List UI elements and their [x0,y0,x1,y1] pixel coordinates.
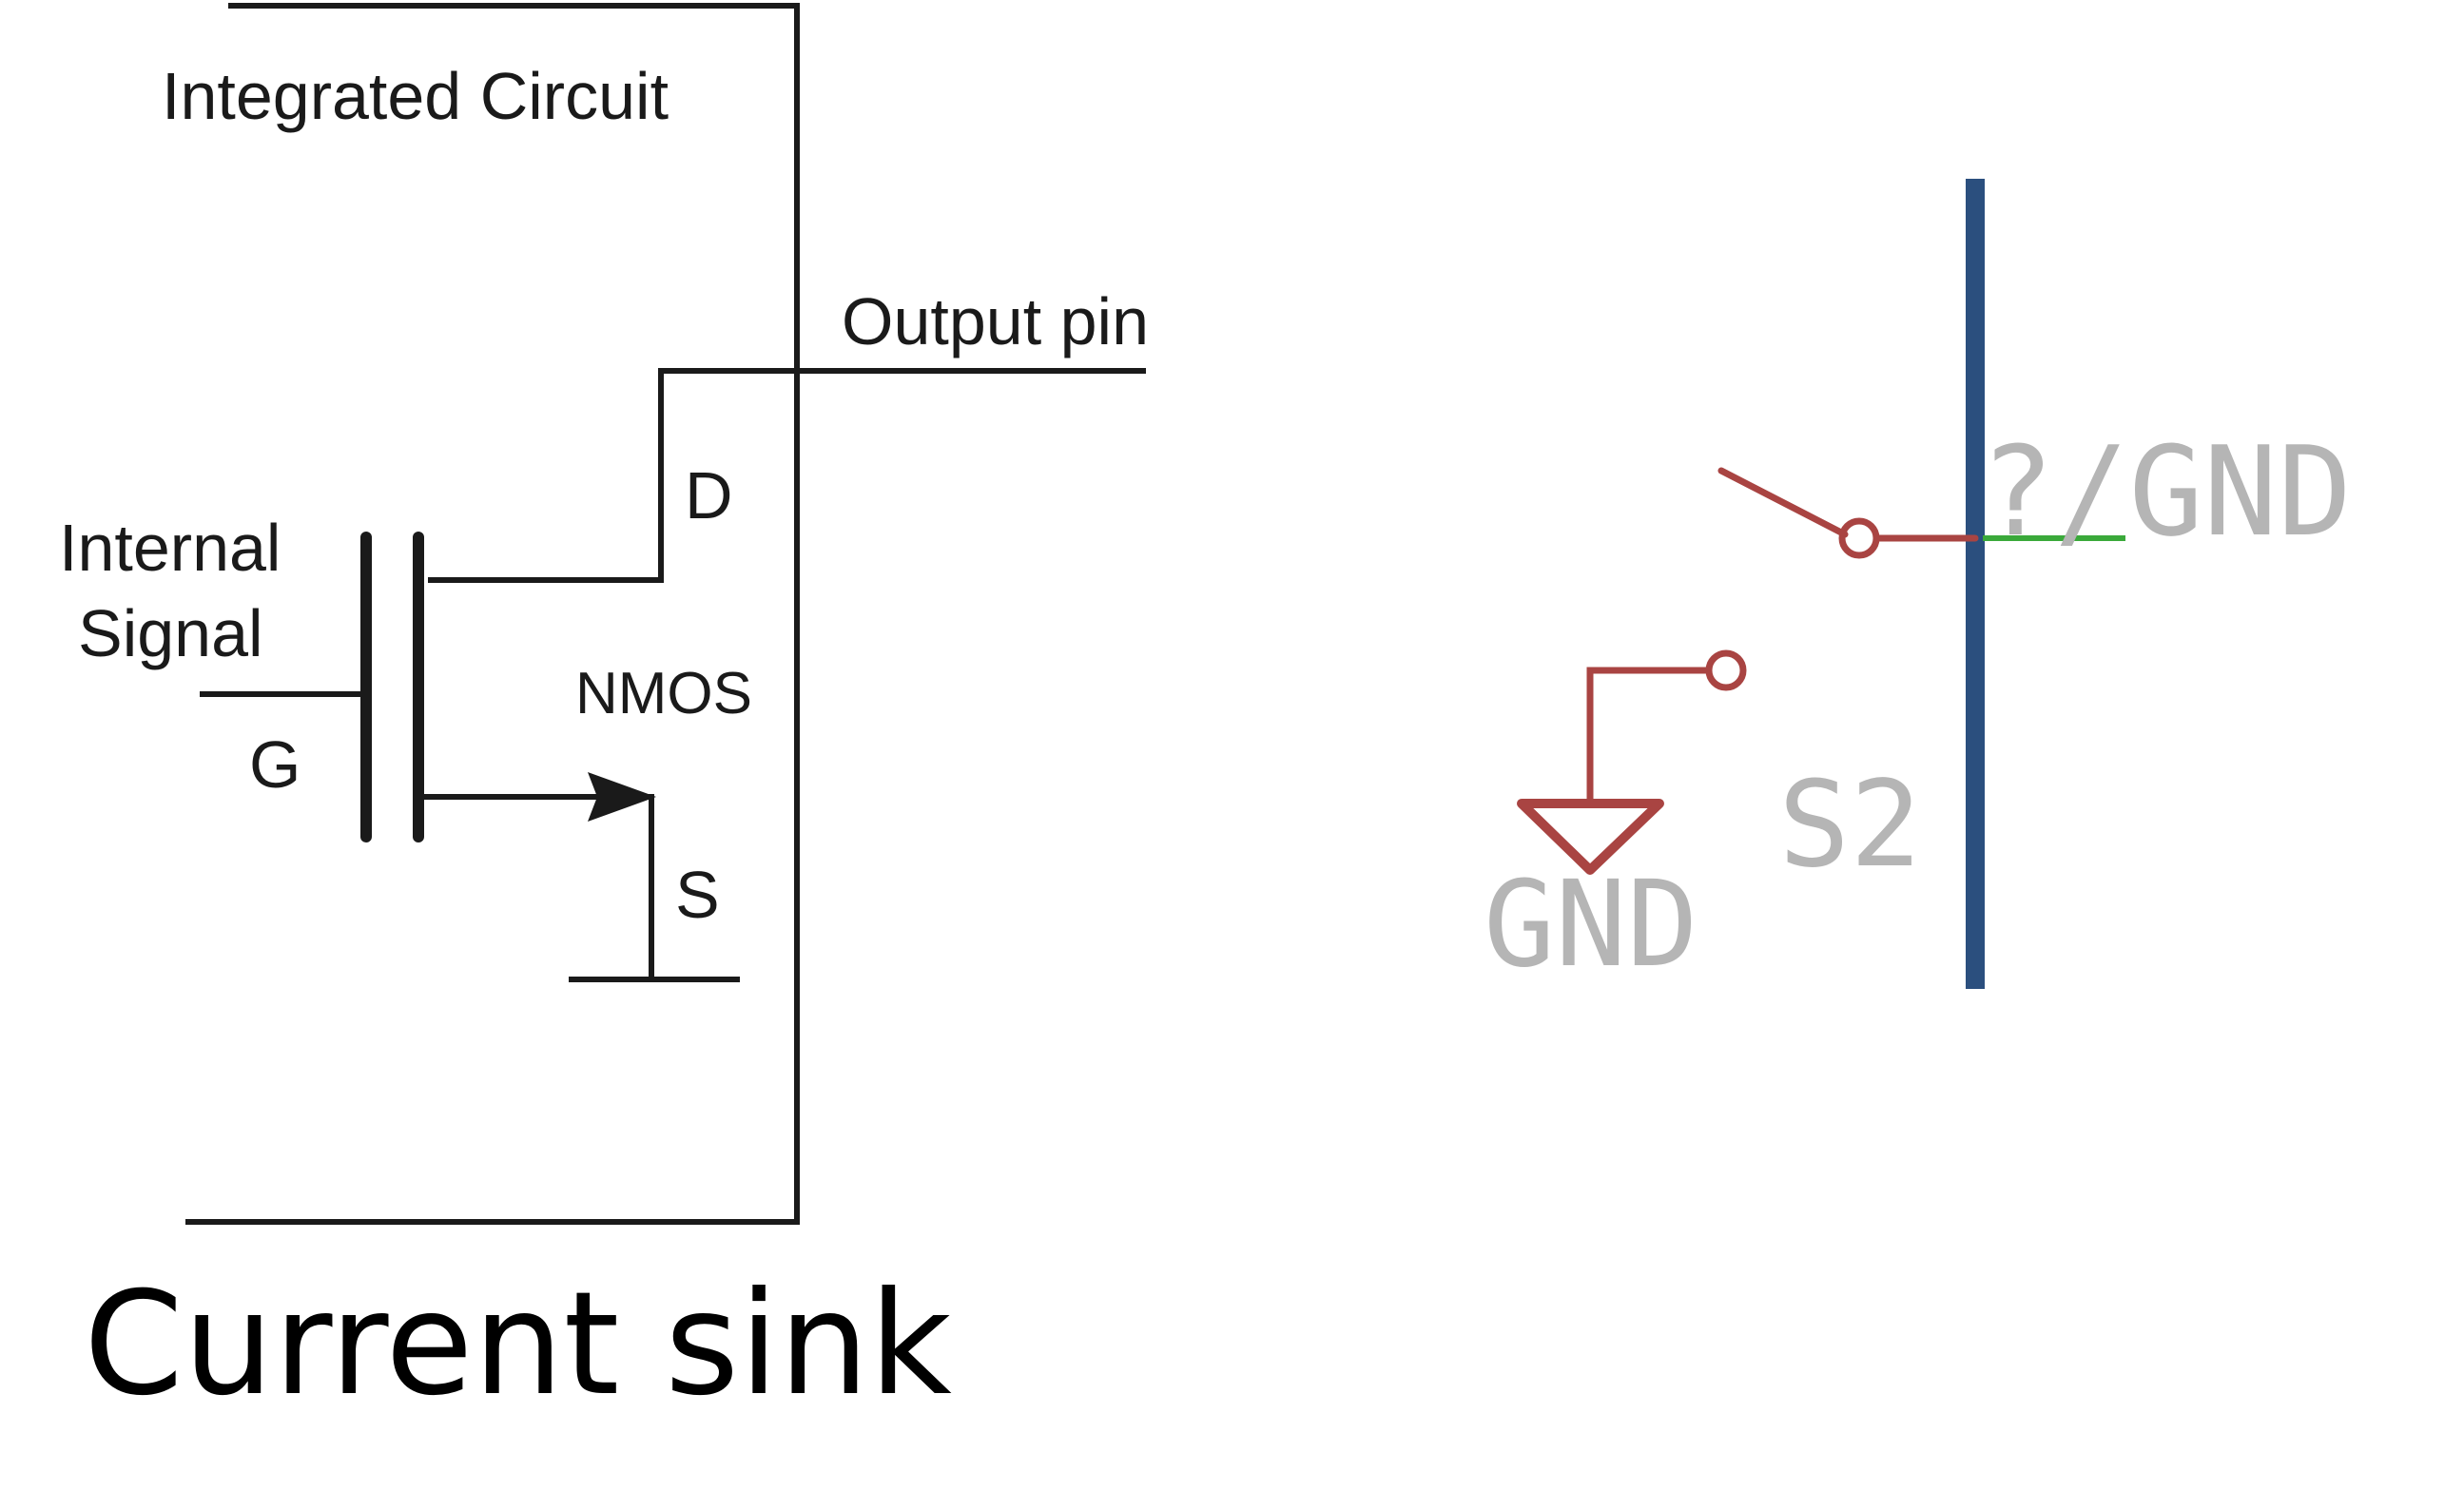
gate-label: G [249,727,301,802]
switch-schematic: ?/GND GND S2 [1484,179,2352,994]
switch-lever [1717,467,1849,538]
internal-signal-line2: Signal [78,596,263,670]
output-pin-label: Output pin [842,284,1149,358]
pin-label: ?/GND [1980,419,2352,564]
ic-boundary [185,3,800,1225]
ground-wire [1586,667,1713,807]
ic-diagram: Integrated Circuit Output pin D G Intern… [59,3,1149,1225]
ground-label: GND [1484,856,1698,994]
switch-lower-contact [1705,649,1747,691]
switch-pivot-contact [1838,517,1880,559]
internal-signal-line1: Internal [59,511,281,585]
switch-name: S2 [1778,756,1922,894]
caption: Current sink [84,1262,952,1427]
drain-wire [428,368,1146,583]
ground-symbol [1517,799,1664,875]
ic-title: Integrated Circuit [162,59,669,133]
source-label: S [675,858,720,932]
source-wire [418,794,654,979]
drain-label: D [685,458,733,532]
nmos-label: NMOS [575,661,752,726]
source-arrow [588,772,656,822]
